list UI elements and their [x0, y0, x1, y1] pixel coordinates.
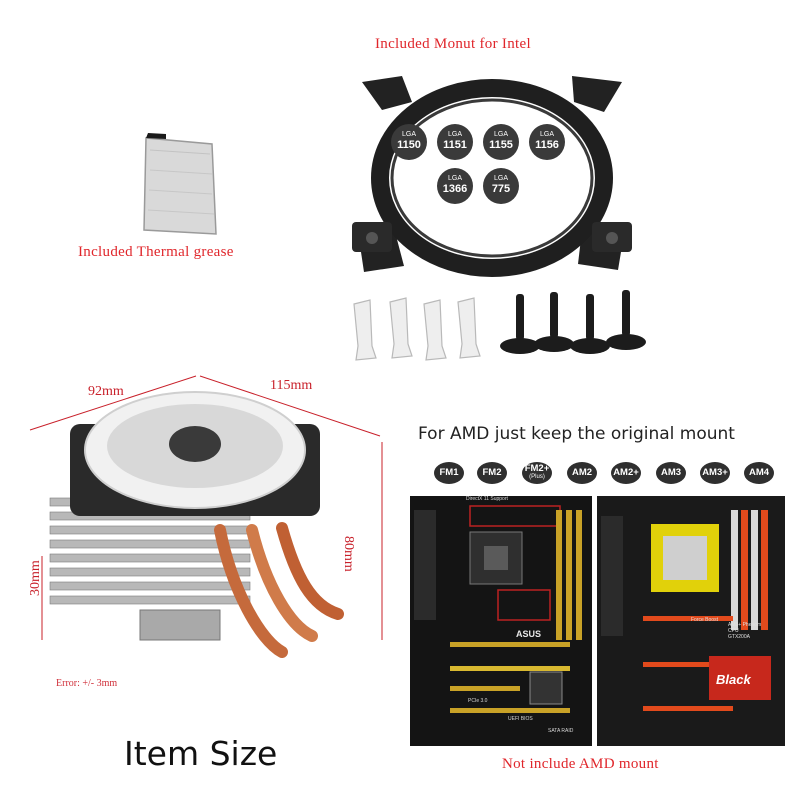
asus-label-directx: DirectX 11 Support [466, 496, 508, 502]
board-label-chip: GTX200A [728, 634, 750, 640]
item-size-title: Item Size [124, 734, 278, 773]
cpu-cooler-image [29, 375, 383, 658]
push-pins-image [500, 290, 646, 354]
error-tolerance-note: Error: +/- 3mm [56, 678, 118, 689]
asus-label-sata: SATA RAID [548, 728, 574, 734]
amd-socket-badge: AM3+ [700, 462, 730, 484]
dimension-depth-label: 92mm [88, 384, 124, 399]
intel-mount-title: Included Monut for Intel [375, 36, 531, 52]
board-label-force: Force Boost [691, 617, 718, 623]
asus-motherboard-image [410, 496, 592, 746]
amd-footer-note: Not include AMD mount [502, 756, 659, 772]
asus-label-uefi: UEFI BIOS [508, 716, 533, 722]
dimension-base-label: 30mm [28, 560, 43, 596]
amd-socket-badge: FM2+(Plus) [522, 462, 552, 484]
dimension-height-label: 80mm [341, 536, 356, 572]
amd-title: For AMD just keep the original mount [418, 424, 735, 444]
amd-socket-badge: AM4 [744, 462, 774, 484]
amd-motherboard-image [597, 496, 785, 746]
asus-brand-label: ASUS [516, 629, 542, 639]
amd-socket-badge: AM3 [656, 462, 686, 484]
board-label-cpu: AM3+ Phenom CPU [728, 622, 762, 634]
board-black-brand: Black [716, 672, 751, 687]
amd-socket-badge: AM2 [567, 462, 597, 484]
plastic-standoffs-image [353, 297, 481, 361]
amd-socket-badge: FM1 [434, 462, 464, 484]
asus-label-pcie: PCIe 3.0 [468, 698, 488, 704]
thermal-grease-caption: Included Thermal grease [78, 244, 234, 260]
amd-socket-badge: AM2+ [611, 462, 641, 484]
amd-socket-badge: FM2 [477, 462, 507, 484]
dimension-width-label: 115mm [270, 378, 313, 393]
intel-mount-bracket-image [352, 76, 632, 277]
thermal-grease-pad-image [143, 133, 217, 235]
